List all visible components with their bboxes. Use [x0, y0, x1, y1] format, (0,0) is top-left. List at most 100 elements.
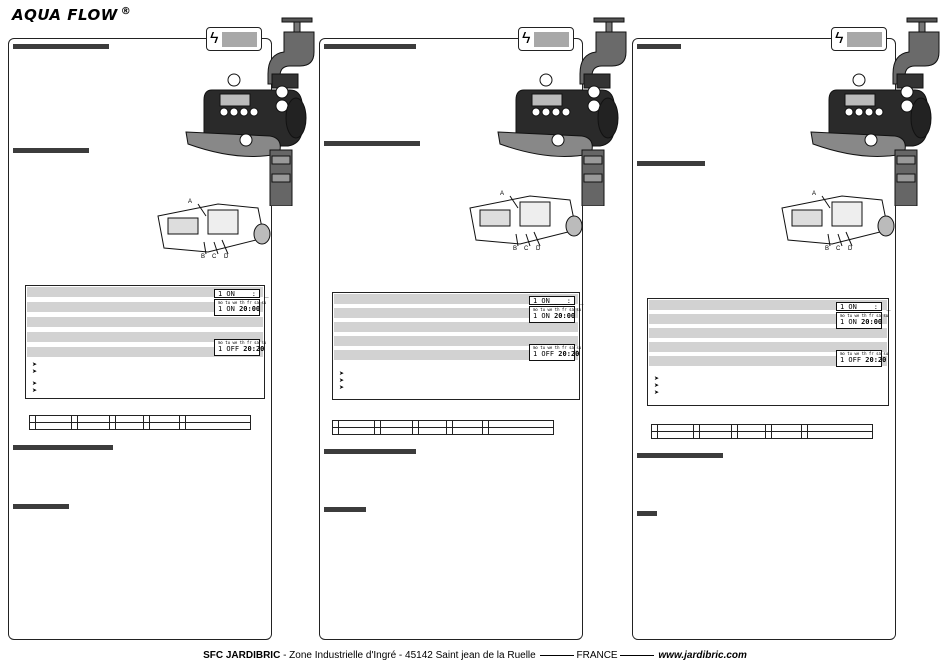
bullet-arrow-icon: ➤ — [654, 383, 660, 389]
table-row — [27, 287, 263, 297]
section-heading-bar — [324, 507, 366, 512]
bullet-arrow-icon: ➤ — [654, 390, 660, 396]
table-row — [27, 302, 263, 312]
callout-letter-b: B — [201, 254, 206, 260]
section-heading-bar — [13, 148, 89, 153]
footer-country: FRANCE — [576, 650, 618, 661]
battery-compartment-illustration — [157, 203, 271, 255]
program-grid — [29, 415, 251, 430]
lcd-display-on: mo tu we th fr sa su 1 ON 20:00 — [529, 306, 582, 323]
bullet-arrow-icon: ➤ — [32, 388, 38, 394]
warning-label-area — [847, 32, 882, 47]
warning-box: ϟ — [206, 27, 262, 51]
warning-box: ϟ — [831, 27, 887, 51]
callout-letter-b: B — [513, 246, 518, 252]
footer-website-link[interactable]: www.jardibric.com — [658, 650, 747, 661]
callout-letter-d: D — [848, 246, 853, 252]
footer-divider — [619, 654, 654, 656]
lcd-day-caption: mo tu we th fr sa su — [218, 300, 267, 305]
section-heading-bar — [637, 511, 657, 516]
program-grid — [651, 424, 873, 439]
footer: SFC JARDIBRIC - Zone Industrielle d'Ingr… — [0, 650, 950, 661]
section-heading-bar — [13, 445, 113, 450]
bullet-list: ➤ ➤ ➤ ➤ — [32, 362, 37, 395]
lcd-display-top: 1 ON _ _:_ _ — [836, 302, 891, 311]
settings-table: 1 ON _ _:_ _ mo tu we th fr sa su 1 ON 2… — [25, 285, 269, 399]
table-row — [649, 328, 887, 338]
warning-box: ϟ — [518, 27, 574, 51]
lcd-prefix: 1 ON — [840, 318, 857, 326]
callout-letter-b: B — [825, 246, 830, 252]
table-row — [649, 300, 887, 310]
section-heading-bar — [324, 449, 416, 454]
lcd-display-on: mo tu we th fr sa su 1 ON 20:00 — [836, 312, 889, 329]
lightning-bolt-icon: ϟ — [210, 30, 219, 47]
table-row — [27, 332, 263, 342]
lcd-display-off: mo tu we th fr sa su 1 OFF 20:20 — [836, 350, 889, 367]
lcd-time: 20:20 — [558, 350, 580, 358]
instruction-panel-2: 1 ON _ _:_ _ mo tu we th fr sa su 1 ON 2… — [319, 38, 584, 640]
lcd-day-caption: mo tu we th fr sa su — [840, 313, 889, 318]
footer-address: - Zone Industrielle d'Ingré - 45142 Sain… — [280, 650, 539, 661]
bullet-arrow-icon: ➤ — [32, 362, 38, 368]
table-row — [649, 342, 887, 352]
lcd-time: 20:20 — [865, 356, 887, 364]
warning-label-area — [222, 32, 257, 47]
footer-company: SFC JARDIBRIC — [203, 650, 281, 661]
lcd-display-top: 1 ON _ _:_ _ — [529, 296, 584, 305]
lightning-bolt-icon: ϟ — [522, 30, 531, 47]
callout-letter-a: A — [500, 191, 505, 197]
program-grid — [332, 420, 554, 435]
lcd-display-off: mo tu we th fr sa su 1 OFF 20:20 — [529, 344, 582, 361]
table-row — [334, 308, 578, 318]
lcd-day-caption: mo tu we th fr sa su — [840, 351, 889, 356]
bullet-arrow-icon: ➤ — [339, 371, 345, 377]
lcd-display-top: 1 ON _ _:_ _ — [214, 289, 269, 298]
battery-compartment-illustration — [469, 195, 583, 247]
table-row — [334, 336, 578, 346]
brand-logo: AQUA FLOW® — [12, 6, 131, 24]
lcd-time: 20:00 — [554, 312, 576, 320]
lcd-day-caption: mo tu we th fr sa su — [218, 340, 267, 345]
section-heading-bar — [637, 44, 681, 49]
callout-letter-c: C — [524, 246, 529, 252]
water-timer-illustration — [810, 17, 940, 206]
lcd-prefix: 1 OFF — [218, 345, 240, 353]
callout-letter-d: D — [224, 254, 229, 260]
section-heading-bar — [13, 44, 109, 49]
footer-divider — [540, 654, 575, 656]
callout-letter-c: C — [212, 254, 217, 260]
bullet-arrow-icon: ➤ — [32, 381, 38, 387]
settings-table: 1 ON _ _:_ _ mo tu we th fr sa su 1 ON 2… — [332, 292, 584, 400]
warning-label-area — [534, 32, 569, 47]
lcd-display-on: mo tu we th fr sa su 1 ON 20:00 — [214, 299, 267, 316]
section-heading-bar — [637, 453, 723, 458]
table-row — [649, 356, 887, 366]
lcd-day-caption: mo tu we th fr sa su — [533, 307, 582, 312]
lcd-time: 20:00 — [239, 305, 261, 313]
bullet-arrow-icon: ➤ — [339, 378, 345, 384]
table-row — [334, 350, 578, 360]
table-row — [649, 314, 887, 324]
table-row — [334, 294, 578, 304]
bullet-arrow-icon: ➤ — [339, 385, 345, 391]
battery-compartment-illustration — [781, 195, 895, 247]
callout-letter-a: A — [188, 199, 193, 205]
lcd-prefix: 1 OFF — [840, 356, 862, 364]
lcd-day-caption: mo tu we th fr sa su — [533, 345, 582, 350]
lightning-bolt-icon: ϟ — [835, 30, 844, 47]
lcd-time: 20:00 — [861, 318, 883, 326]
lcd-display-off: mo tu we th fr sa su 1 OFF 20:20 — [214, 339, 267, 356]
lcd-prefix: 1 ON — [533, 312, 550, 320]
section-heading-bar — [324, 44, 416, 49]
lcd-prefix: 1 ON — [218, 305, 235, 313]
section-heading-bar — [13, 504, 69, 509]
bullet-arrow-icon: ➤ — [654, 376, 660, 382]
section-heading-bar — [324, 141, 420, 146]
callout-letter-d: D — [536, 246, 541, 252]
registered-mark: ® — [120, 6, 132, 17]
settings-table: 1 ON _ _:_ _ mo tu we th fr sa su 1 ON 2… — [647, 298, 891, 406]
section-heading-bar — [637, 161, 705, 166]
bullet-list: ➤ ➤ ➤ — [654, 376, 659, 397]
table-row — [334, 322, 578, 332]
